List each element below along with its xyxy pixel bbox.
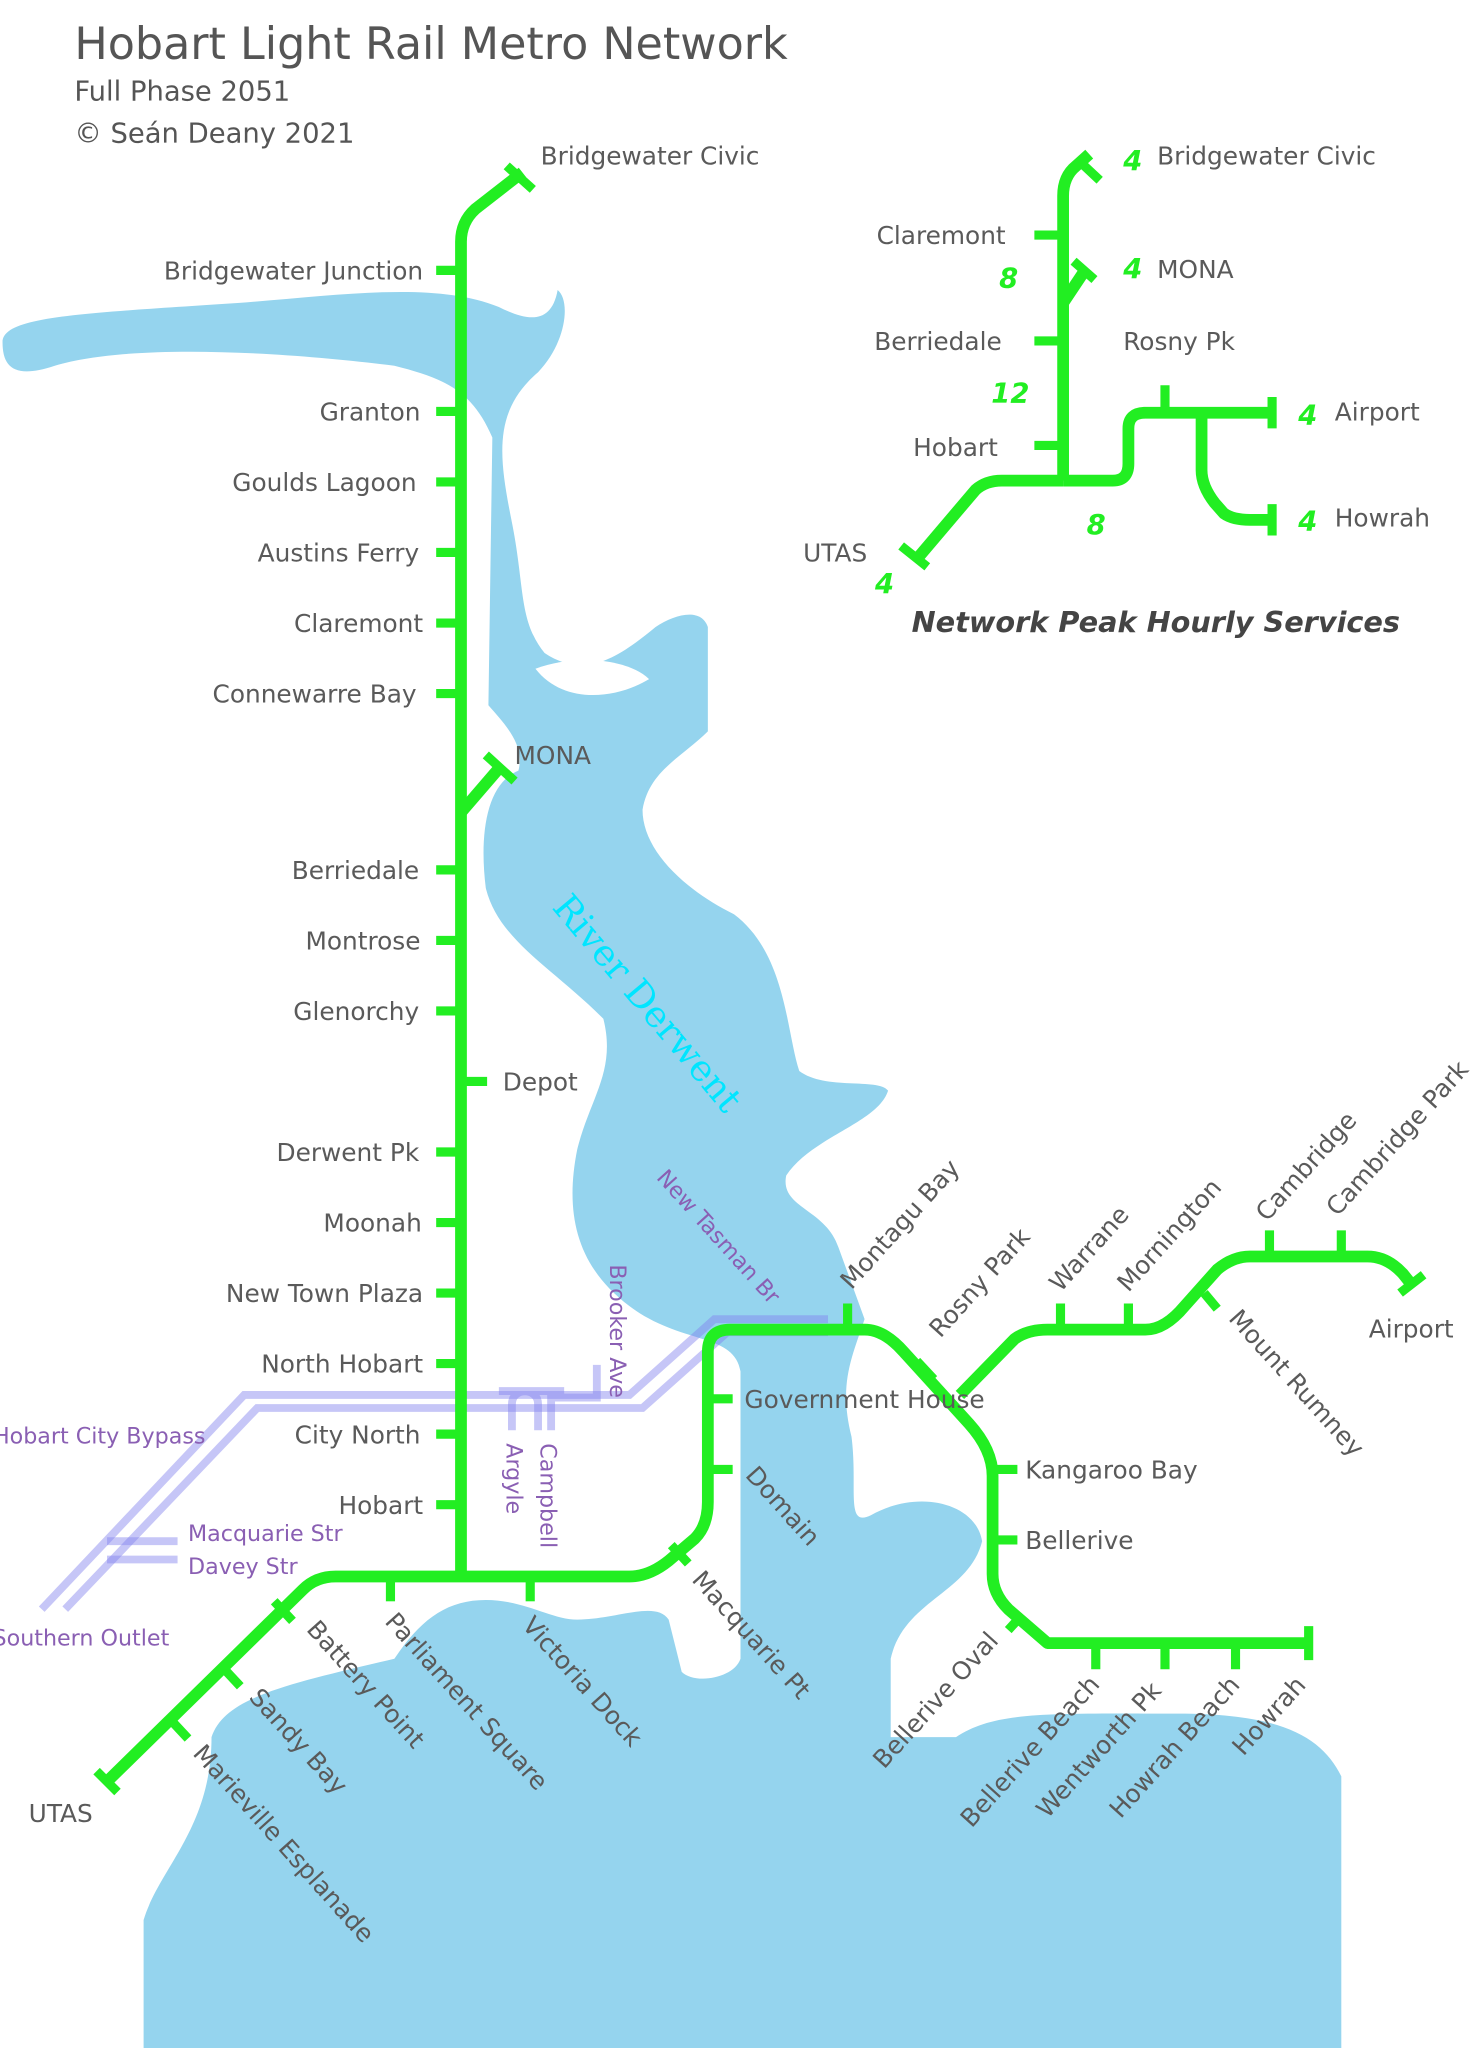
station-glenorchy[interactable]: Glenorchy: [293, 997, 419, 1026]
station-bridgewater-junction[interactable]: Bridgewater Junction: [164, 257, 423, 286]
tracks: [102, 167, 1418, 1786]
station-rosny-park[interactable]: Rosny Park: [923, 1222, 1036, 1343]
map-subtitle: Full Phase 2051: [74, 77, 290, 108]
station-granton[interactable]: Granton: [320, 398, 421, 427]
station-ticks: [93, 162, 1427, 1796]
station-utas[interactable]: UTAS: [29, 1799, 93, 1828]
inset-station-howrah[interactable]: Howrah: [1335, 503, 1430, 532]
road-davey-str[interactable]: Davey Str: [188, 1554, 298, 1580]
service-count-eastern-trunk[interactable]: 8: [1087, 510, 1106, 541]
service-count-howrah[interactable]: 4: [1297, 506, 1317, 537]
cove: [535, 659, 650, 696]
tick-utas: [93, 1767, 121, 1796]
macquarie-davey-str: [107, 1537, 178, 1564]
service-count-mona[interactable]: 4: [1122, 254, 1142, 285]
station-goulds-lagoon[interactable]: Goulds Lagoon: [232, 468, 416, 497]
road-hobart-city-bypass[interactable]: Hobart City Bypass: [0, 1423, 205, 1449]
station-moonah[interactable]: Moonah: [323, 1209, 421, 1238]
station-connewarre-bay[interactable]: Connewarre Bay: [213, 680, 417, 709]
inset-north: [1057, 149, 1094, 481]
station-north-hobart[interactable]: North Hobart: [261, 1350, 423, 1379]
station-mount-rumney[interactable]: Mount Rumney: [1223, 1304, 1370, 1463]
inset-tick-utas: [898, 542, 931, 571]
station-bridgewater-civic[interactable]: Bridgewater Civic: [541, 142, 760, 171]
station-government-house[interactable]: Government House: [744, 1385, 984, 1414]
tick-battery-point: [270, 1598, 296, 1625]
road-southern-outlet[interactable]: Southern Outlet: [0, 1626, 170, 1652]
tick-sandy-bay: [218, 1663, 244, 1690]
water: [2, 289, 1342, 2048]
road-argyle[interactable]: Argyle: [501, 1443, 527, 1514]
terminus-bridgewater-civic: [503, 162, 536, 193]
river-derwent-upper: [2, 289, 1342, 2048]
station-depot[interactable]: Depot: [503, 1068, 578, 1097]
inset-station-hobart[interactable]: Hobart: [913, 433, 998, 462]
service-count-claremont-berriedale[interactable]: 8: [999, 263, 1018, 294]
airport-branch: [955, 1250, 1418, 1400]
mona-spur: [456, 761, 506, 817]
inset-title: Network Peak Hourly Services: [912, 605, 1400, 639]
inset-station-bridgewater-civic[interactable]: Bridgewater Civic: [1157, 142, 1376, 171]
inset-tick-mona: [1070, 257, 1098, 283]
road-brooker-ave[interactable]: Brooker Ave: [604, 1264, 630, 1398]
inset-howrah: [1195, 412, 1273, 526]
station-kangaroo-bay[interactable]: Kangaroo Bay: [1025, 1456, 1197, 1485]
northern-line: [455, 167, 526, 1572]
station-claremont[interactable]: Claremont: [294, 609, 423, 638]
service-count-berriedale-hobart[interactable]: 12: [991, 378, 1029, 409]
station-montrose[interactable]: Montrose: [305, 927, 420, 956]
inset-east: [1063, 406, 1273, 487]
terminus-mona: [482, 751, 518, 785]
map-credit: © Seán Deany 2021: [74, 118, 354, 149]
inset-station-berriedale[interactable]: Berriedale: [874, 327, 1001, 356]
road-campbell[interactable]: Campbell: [535, 1443, 561, 1548]
inset-station-airport[interactable]: Airport: [1335, 398, 1420, 427]
tick-bellerive-oval: [1004, 1611, 1026, 1634]
inset-station-utas[interactable]: UTAS: [803, 539, 867, 568]
station-berriedale[interactable]: Berriedale: [292, 856, 419, 885]
argyle-campbell-str: [498, 1364, 601, 1431]
tick-rosny-park: [913, 1357, 938, 1383]
hobart-city-bypass-a: [38, 1315, 829, 1612]
tick-mount-rumney: [1200, 1290, 1221, 1312]
station-city-north[interactable]: City North: [295, 1420, 421, 1449]
station-austins-ferry[interactable]: Austins Ferry: [258, 539, 420, 568]
service-count-utas[interactable]: 4: [874, 569, 894, 600]
station-hobart[interactable]: Hobart: [338, 1491, 423, 1520]
tick-airport: [1397, 1271, 1427, 1297]
road-macquarie-str[interactable]: Macquarie Str: [188, 1521, 343, 1547]
service-count-bridgewater-civic[interactable]: 4: [1122, 146, 1142, 177]
station-airport[interactable]: Airport: [1369, 1314, 1454, 1343]
inset-station-claremont[interactable]: Claremont: [877, 221, 1006, 250]
inset-station-mona[interactable]: MONA: [1157, 255, 1233, 284]
service-count-airport[interactable]: 4: [1297, 400, 1317, 431]
station-bellerive[interactable]: Bellerive: [1025, 1526, 1133, 1555]
station-derwent-pk[interactable]: Derwent Pk: [276, 1138, 419, 1167]
inset-station-rosny-pk[interactable]: Rosny Pk: [1123, 327, 1235, 356]
tick-macquarie-pt: [667, 1542, 692, 1567]
inset-tick-bridgewater-civic: [1075, 157, 1103, 184]
station-mona[interactable]: MONA: [515, 741, 591, 770]
station-new-town-plaza[interactable]: New Town Plaza: [226, 1279, 423, 1308]
inset-utas: [912, 474, 1064, 563]
map-title: Hobart Light Rail Metro Network: [74, 19, 788, 70]
southern-line: [102, 1323, 1309, 1786]
station-montagu-bay[interactable]: Montagu Bay: [834, 1154, 965, 1295]
tick-marieville-esplanade: [166, 1715, 192, 1742]
